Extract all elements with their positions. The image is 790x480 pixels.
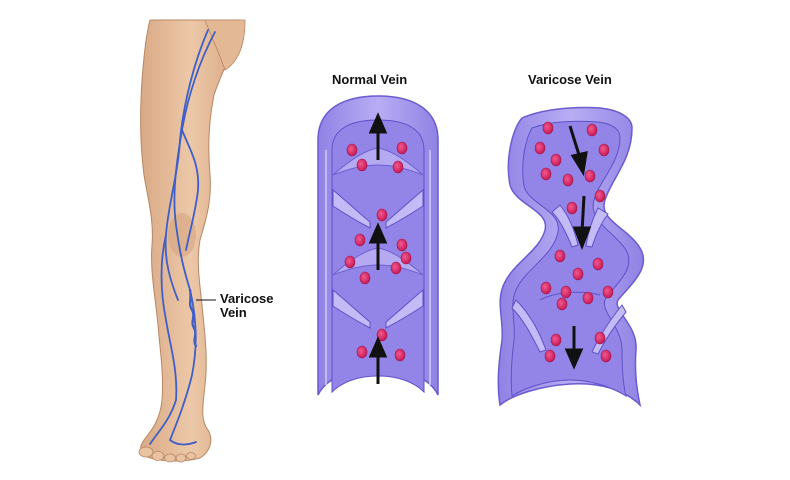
varicose-vein (497, 106, 645, 408)
blood-cell-icon (540, 167, 552, 181)
blood-cell-icon (346, 143, 358, 157)
blood-cell-icon (356, 158, 368, 172)
blood-cell-icon (344, 255, 356, 269)
valve-icon (511, 204, 627, 355)
blood-cell-icon (394, 348, 406, 362)
blood-cell-icon (400, 251, 412, 265)
blood-cell-icon (550, 333, 562, 347)
toes (138, 446, 196, 463)
blood-cell-icon (554, 249, 566, 263)
varicose-vein-callout-line2: Vein (220, 305, 247, 320)
blood-cell-icon (544, 349, 556, 363)
varicose-vein-title: Varicose Vein (528, 72, 612, 87)
blood-cell-icon (582, 291, 594, 305)
normal-vein-title: Normal Vein (332, 72, 408, 87)
blood-cell-icon (598, 143, 610, 157)
blood-cell-icon (560, 285, 572, 299)
blood-cell-icon (392, 160, 404, 174)
normal-vein-blood-cells (344, 141, 412, 362)
blood-cell-icon (586, 123, 598, 137)
blood-cell-icon (376, 328, 388, 342)
blood-cell-icon (540, 281, 552, 295)
blood-cell-icon (562, 173, 574, 187)
blood-cell-icon (602, 285, 614, 299)
blood-cell-icon (594, 189, 606, 203)
blood-cell-icon (534, 141, 546, 155)
varicose-vein-blood-cells (534, 121, 614, 363)
blood-cell-icon (396, 141, 408, 155)
blood-cell-icon (566, 201, 578, 215)
leg-veins (149, 29, 216, 446)
blood-cell-icon (354, 233, 366, 247)
leg-illustration (138, 19, 246, 463)
knee-shading (168, 213, 196, 257)
blood-cell-icon (592, 257, 604, 271)
flow-arrow-icon (368, 112, 388, 384)
blood-cell-icon (594, 331, 606, 345)
flow-arrow-icon (564, 125, 592, 370)
blood-cell-icon (356, 345, 368, 359)
blood-cell-icon (376, 208, 388, 222)
blood-cell-icon (556, 297, 568, 311)
blood-cell-icon (550, 153, 562, 167)
blood-cell-icon (600, 349, 612, 363)
normal-vein (317, 95, 439, 396)
blood-cell-icon (572, 267, 584, 281)
blood-cell-icon (359, 271, 371, 285)
blood-cell-icon (390, 261, 402, 275)
varicose-vein-lumen (510, 120, 630, 398)
blood-cell-icon (396, 238, 408, 252)
blood-cell-icon (584, 169, 596, 183)
blood-cell-icon (542, 121, 554, 135)
varicose-vein-callout-line1: Varicose (220, 291, 274, 306)
